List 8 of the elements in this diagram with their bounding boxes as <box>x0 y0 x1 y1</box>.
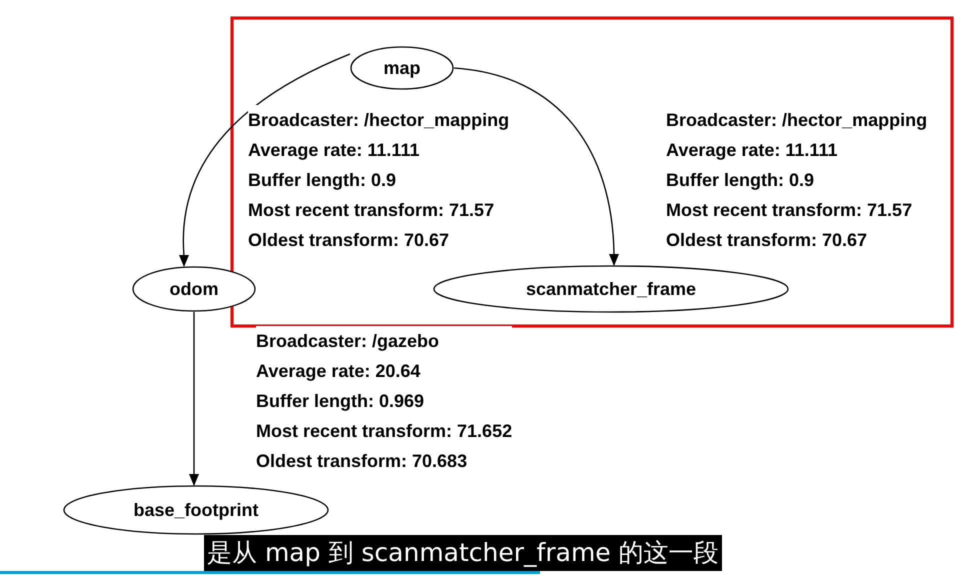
node-ellipse: map <box>350 46 454 90</box>
node-ellipse: base_footprint <box>63 485 329 535</box>
arrow <box>454 67 619 266</box>
subtitle: 是从 map 到 scanmatcher_frame 的这一段 <box>204 535 722 571</box>
arrow <box>189 312 199 486</box>
node-ellipse: odom <box>132 266 256 312</box>
node-ellipse: scanmatcher_frame <box>433 265 789 313</box>
arrow <box>179 53 350 267</box>
